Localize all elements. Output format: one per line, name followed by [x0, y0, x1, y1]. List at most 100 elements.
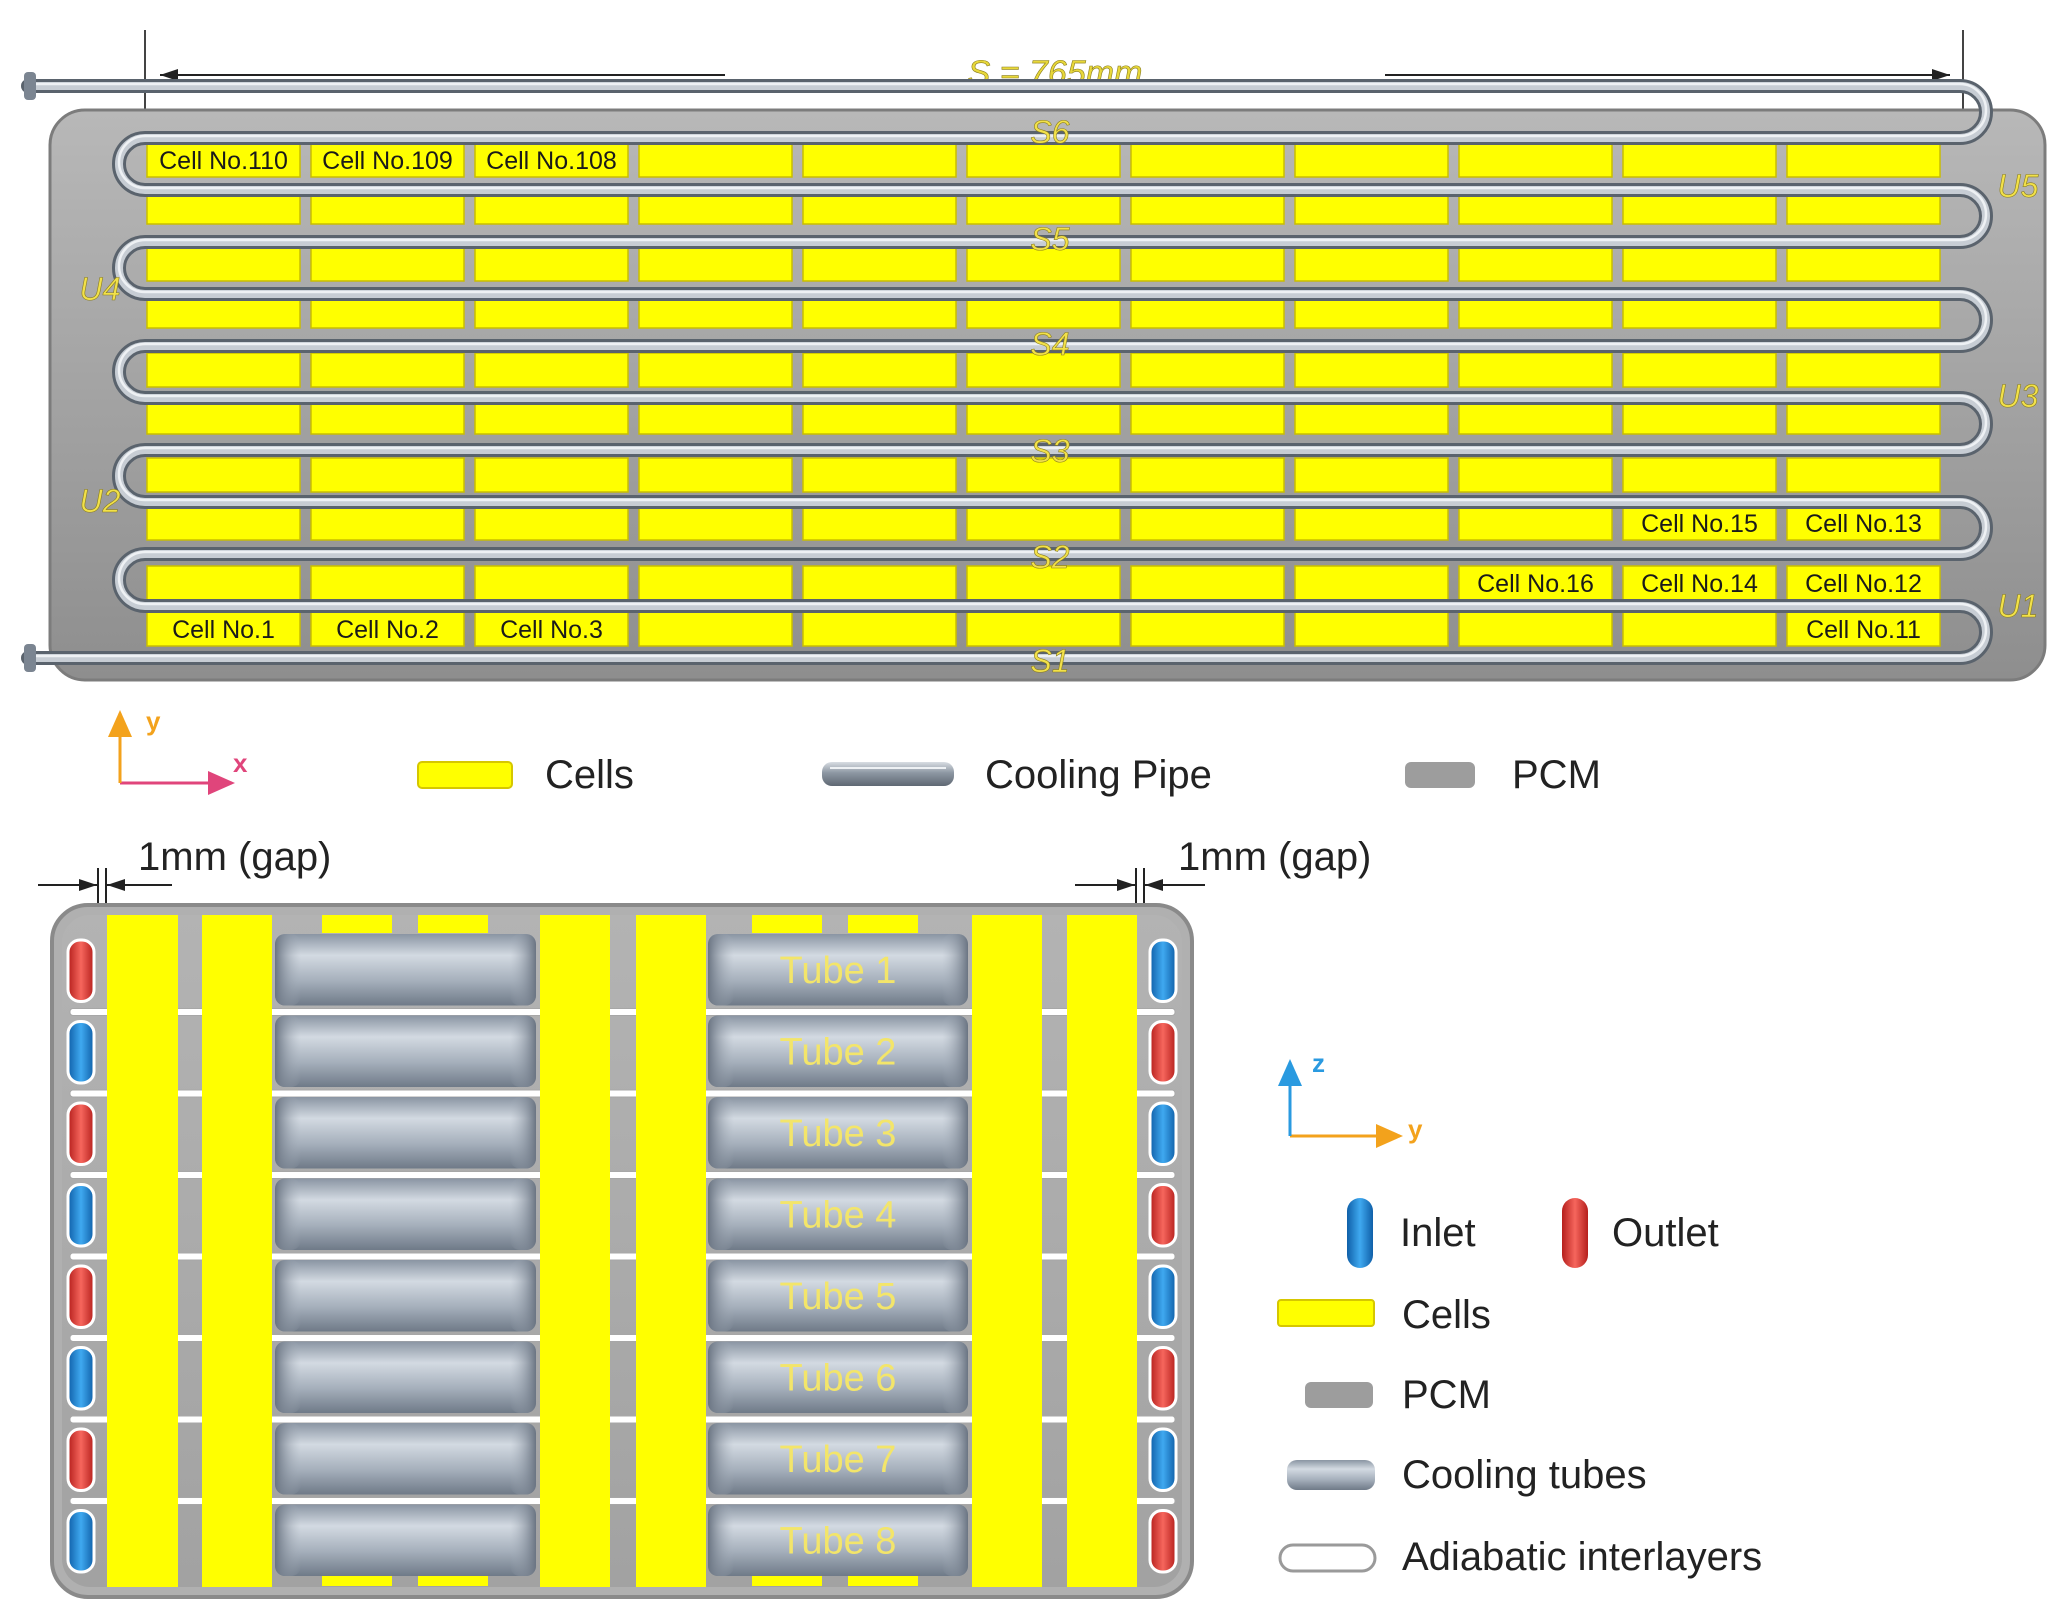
cell-label-r8c10: Cell No.12	[1805, 570, 1922, 598]
cell-r7c3	[638, 505, 793, 541]
cell-r7c6	[1130, 505, 1285, 541]
cell-r7c0	[146, 505, 301, 541]
interlayer-4	[69, 1252, 1176, 1261]
port-right-7-inlet	[1148, 1427, 1178, 1492]
cooling-tube-2-8	[708, 1504, 968, 1576]
gap-annotation-right: 1mm (gap)	[1075, 835, 1371, 920]
cooling-tube-1-4	[275, 1178, 536, 1250]
side-cell-2	[202, 915, 272, 1587]
port-left-8-inlet	[66, 1509, 96, 1574]
cell-r9c5	[966, 611, 1121, 647]
cell-r5c9	[1622, 399, 1777, 435]
cell-r7c5	[966, 505, 1121, 541]
cooling-tube-shade-left-2-3	[708, 1097, 734, 1169]
interlayer-7	[69, 1497, 1176, 1505]
cell-r9c0	[146, 611, 301, 647]
u-bend-label-u4: U4	[80, 271, 121, 307]
segment-label-s5: S5	[1030, 221, 1069, 257]
legend-cells-swatch	[417, 761, 513, 789]
cell-r8c6	[1130, 565, 1285, 601]
tube-label-3: Tube 3	[780, 1113, 897, 1155]
tube-label-1: Tube 1	[780, 950, 897, 992]
cell-r2c5	[966, 246, 1121, 282]
cell-r0c3	[638, 142, 793, 178]
cell-r7c4	[802, 505, 957, 541]
cell-r0c7	[1294, 142, 1449, 178]
cell-r2c4	[802, 246, 957, 282]
cell-r4c1	[310, 352, 465, 388]
pipe-end-top	[24, 72, 36, 100]
port-left-7-outlet	[66, 1427, 96, 1492]
cell-r8c3	[638, 565, 793, 601]
cell-r0c5	[966, 142, 1121, 178]
legend-inlet-label: Inlet	[1400, 1211, 1476, 1255]
cell-r9c2	[474, 611, 629, 647]
cell-r8c0	[146, 565, 301, 601]
cooling-tube-shade-right-1-5	[510, 1260, 536, 1332]
cell-r4c4	[802, 352, 957, 388]
port-left-1-outlet	[66, 938, 96, 1003]
cooling-tube-1-2	[275, 1015, 536, 1087]
cell-label-r9c10: Cell No.11	[1806, 616, 1921, 644]
cell-r9c10	[1786, 611, 1941, 647]
cooling-tube-shade-right-1-2	[510, 1015, 536, 1087]
tube-label-7: Tube 7	[780, 1439, 897, 1481]
cooling-tube-1-7	[275, 1423, 536, 1495]
cell-r0c2	[474, 142, 629, 178]
cooling-tube-shade-left-1-7	[275, 1423, 301, 1495]
cell-r7c2	[474, 505, 629, 541]
cell-r7c8	[1458, 505, 1613, 541]
side-cell-3	[540, 915, 610, 1587]
segment-label-s4: S4	[1030, 326, 1069, 362]
port-left-2-inlet	[66, 1020, 96, 1085]
port-right-6-outlet	[1148, 1346, 1178, 1411]
interlayer-5	[69, 1334, 1176, 1342]
cell-r0c10	[1786, 142, 1941, 178]
cell-r9c1	[310, 611, 465, 647]
port-right-8-outlet	[1148, 1509, 1178, 1574]
side-cell-4	[636, 915, 706, 1587]
segment-label-s3: S3	[1030, 433, 1069, 469]
cooling-tube-shade-left-2-7	[708, 1423, 734, 1495]
port-right-3-inlet	[1148, 1101, 1178, 1166]
interlayer-3	[69, 1171, 1176, 1179]
cell-label-r9c0: Cell No.1	[172, 616, 275, 644]
cell-r5c3	[638, 399, 793, 435]
cooling-tube-shade-left-2-2	[708, 1015, 734, 1087]
cell-r5c10	[1786, 399, 1941, 435]
xy-axis-indicator: x y	[108, 706, 248, 795]
port-left-3-outlet	[66, 1101, 96, 1166]
cell-label-r9c2: Cell No.3	[500, 616, 603, 644]
cell-r6c8	[1458, 457, 1613, 493]
cell-r0c0	[146, 142, 301, 178]
cell-r6c6	[1130, 457, 1285, 493]
legend-pipe-swatch	[822, 762, 954, 786]
cell-label-r7c10: Cell No.13	[1805, 510, 1922, 538]
segment-label-s2: S2	[1030, 539, 1069, 575]
cooling-tube-2-5	[708, 1260, 968, 1332]
cooling-tube-2-2	[708, 1015, 968, 1087]
cell-r2c6	[1130, 246, 1285, 282]
cooling-tube-2-7	[708, 1423, 968, 1495]
cell-r0c9	[1622, 142, 1777, 178]
legend-pcm-swatch	[1405, 762, 1475, 788]
cell-r9c3	[638, 611, 793, 647]
cell-label-r7c9: Cell No.15	[1641, 510, 1758, 538]
cell-r2c1	[310, 246, 465, 282]
tube-label-5: Tube 5	[780, 1276, 897, 1318]
port-left-5-outlet	[66, 1264, 96, 1329]
gap-annotation-left: 1mm (gap)	[38, 835, 331, 920]
cooling-tube-shade-right-2-5	[942, 1260, 968, 1332]
legend-outlet-swatch	[1562, 1198, 1588, 1268]
port-left-6-inlet	[66, 1346, 96, 1411]
legend-tubes-label: Cooling tubes	[1402, 1453, 1647, 1497]
cell-r2c7	[1294, 246, 1449, 282]
cell-r6c3	[638, 457, 793, 493]
cell-r2c0	[146, 246, 301, 282]
segment-label-s1: S1	[1030, 643, 1069, 679]
cell-r6c2	[474, 457, 629, 493]
cell-stub-top-2	[752, 915, 822, 933]
